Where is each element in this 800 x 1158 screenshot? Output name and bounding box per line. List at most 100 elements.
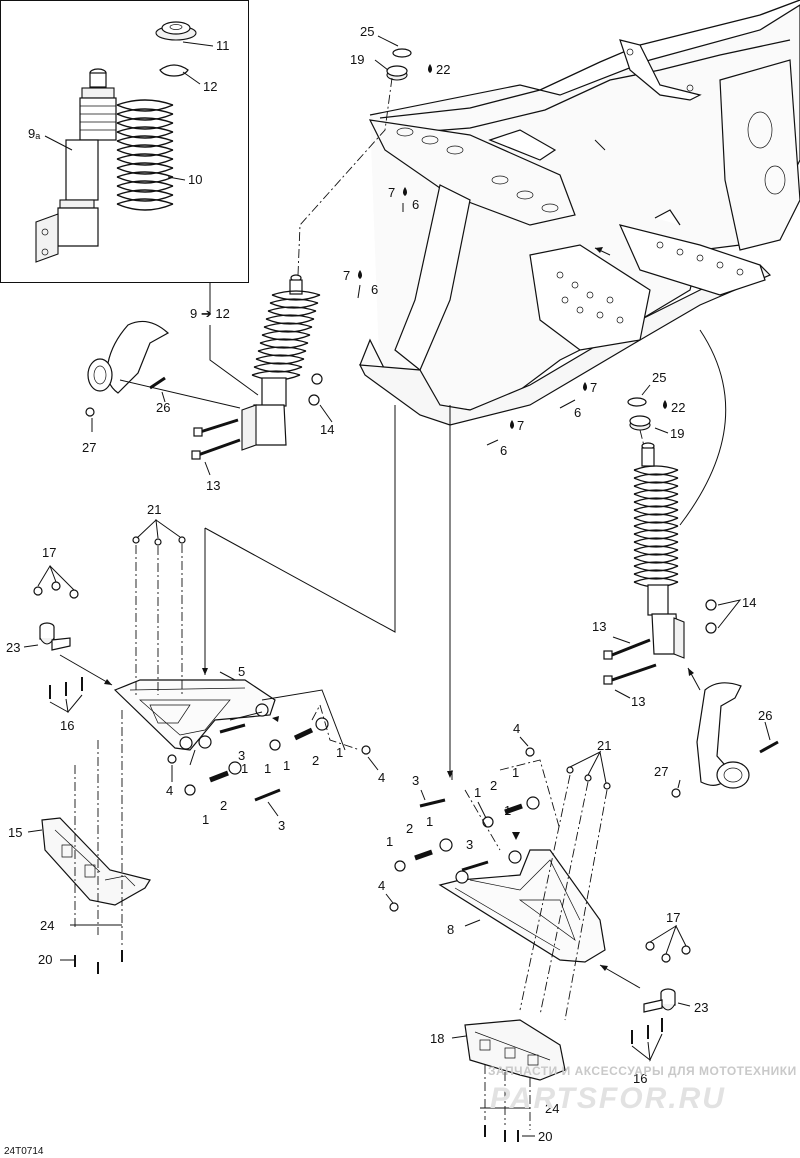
callout-1g: 1 (474, 785, 481, 800)
skid-plate-right (464, 1019, 566, 1081)
callout-14b: 14 (742, 595, 756, 610)
upper-mount-bushing-left (386, 48, 412, 81)
callout-2a: 2 (312, 753, 319, 768)
callout-7a: 7 (388, 185, 395, 200)
callout-6a: 6 (412, 197, 419, 212)
steering-knuckle-left (85, 320, 170, 417)
callout-1i: 1 (426, 814, 433, 829)
callout-24b: 24 (545, 1101, 559, 1116)
callout-23a: 23 (6, 640, 20, 655)
callout-27b: 27 (654, 764, 668, 779)
callout-3d: 3 (466, 837, 473, 852)
callout-1f: 1 (512, 765, 519, 780)
screws-20-left (74, 950, 123, 974)
callout-25b: 25 (652, 370, 666, 385)
shock-bolts-right (603, 599, 717, 685)
callout-12: 12 (203, 79, 217, 94)
left-a-arm (113, 679, 276, 751)
right-a-arm (438, 849, 606, 963)
ball-joint-right (643, 988, 676, 1013)
callout-4b: 4 (166, 783, 173, 798)
callout-22a: 22 (436, 62, 450, 77)
callout-5: 5 (238, 664, 245, 679)
callout-21a: 21 (147, 502, 161, 517)
callout-19a: 19 (350, 52, 364, 67)
shock-absorber-part (35, 68, 117, 263)
callout-1e: 1 (202, 812, 209, 827)
upper-mount-bushing-right (627, 397, 651, 431)
callout-16a: 16 (60, 718, 74, 733)
callout-1j: 1 (386, 834, 393, 849)
callout-4d: 4 (378, 878, 385, 893)
callout-3a: 3 (238, 748, 245, 763)
lubricant-drop-icon (358, 64, 667, 429)
shock-bolts-left (191, 373, 323, 460)
callout-19b: 19 (670, 426, 684, 441)
callout-1d: 1 (336, 745, 343, 760)
vehicle-frame (358, 0, 800, 426)
callout-26b: 26 (758, 708, 772, 723)
callout-3c: 3 (412, 773, 419, 788)
callout-13b: 13 (592, 619, 606, 634)
callout-11: 11 (216, 38, 230, 53)
callout-14a: 14 (320, 422, 334, 437)
callout-7d: 7 (517, 418, 524, 433)
callout-25a: 25 (360, 24, 374, 39)
coil-spring-part (116, 99, 174, 211)
spring-seat-top (161, 21, 191, 35)
callout-3b: 3 (278, 818, 285, 833)
callout-1a: 1 (241, 761, 248, 776)
nuts-17-right (645, 941, 691, 963)
callout-1h: 1 (504, 803, 511, 818)
callout-21b: 21 (597, 738, 611, 753)
callout-18: 18 (430, 1031, 444, 1046)
callout-23b: 23 (694, 1000, 708, 1015)
callout-27a: 27 (82, 440, 96, 455)
callout-13a: 13 (206, 478, 220, 493)
nuts-17-left (33, 581, 79, 599)
callout-6d: 6 (500, 443, 507, 458)
callout-15: 15 (8, 825, 22, 840)
ball-joint-left (39, 622, 71, 651)
inset-frame (0, 0, 249, 283)
retainer-clip-part (159, 64, 189, 77)
callout-6c: 6 (574, 405, 581, 420)
screws-16-right (631, 1018, 663, 1044)
steering-knuckle-right (671, 682, 779, 798)
callout-1c: 1 (283, 758, 290, 773)
callout-16b: 16 (633, 1071, 647, 1086)
shock-detail-inset: 11 12 10 9a (0, 0, 249, 283)
left-arm-hardware (167, 717, 371, 802)
callout-7c: 7 (590, 380, 597, 395)
callout-8: 8 (447, 922, 454, 937)
callout-9a: 9a (28, 126, 40, 141)
screws-16-left (49, 677, 83, 699)
callout-20a: 20 (38, 952, 52, 967)
right-arm-hardware (389, 747, 540, 912)
callout-20b: 20 (538, 1129, 552, 1144)
callout-13c: 13 (631, 694, 645, 709)
callout-7b: 7 (343, 268, 350, 283)
callout-6b: 6 (371, 282, 378, 297)
watermark-logo-text: PARTSFOR.RU (490, 1082, 726, 1115)
callout-10: 10 (188, 172, 202, 187)
callout-2b: 2 (220, 798, 227, 813)
callout-4a: 4 (378, 770, 385, 785)
drawing-code: 24T0714 (4, 1146, 44, 1157)
callout-17a: 17 (42, 545, 56, 560)
callout-26a: 26 (156, 400, 170, 415)
left-shock-absorber (241, 274, 321, 451)
callout-2c: 2 (490, 778, 497, 793)
callout-24a: 24 (40, 918, 54, 933)
callout-1b: 1 (264, 761, 271, 776)
nuts-21-left (132, 536, 186, 546)
callout-4c: 4 (513, 721, 520, 736)
callout-2d: 2 (406, 821, 413, 836)
screws-20-right (484, 1125, 519, 1142)
callout-17b: 17 (666, 910, 680, 925)
watermark-tagline: ЗАПЧАСТИ И АКСЕССУАРЫ ДЛЯ МОТОТЕХНИКИ (488, 1064, 797, 1078)
skid-plate-left (41, 817, 151, 906)
callout-22b: 22 (671, 400, 685, 415)
